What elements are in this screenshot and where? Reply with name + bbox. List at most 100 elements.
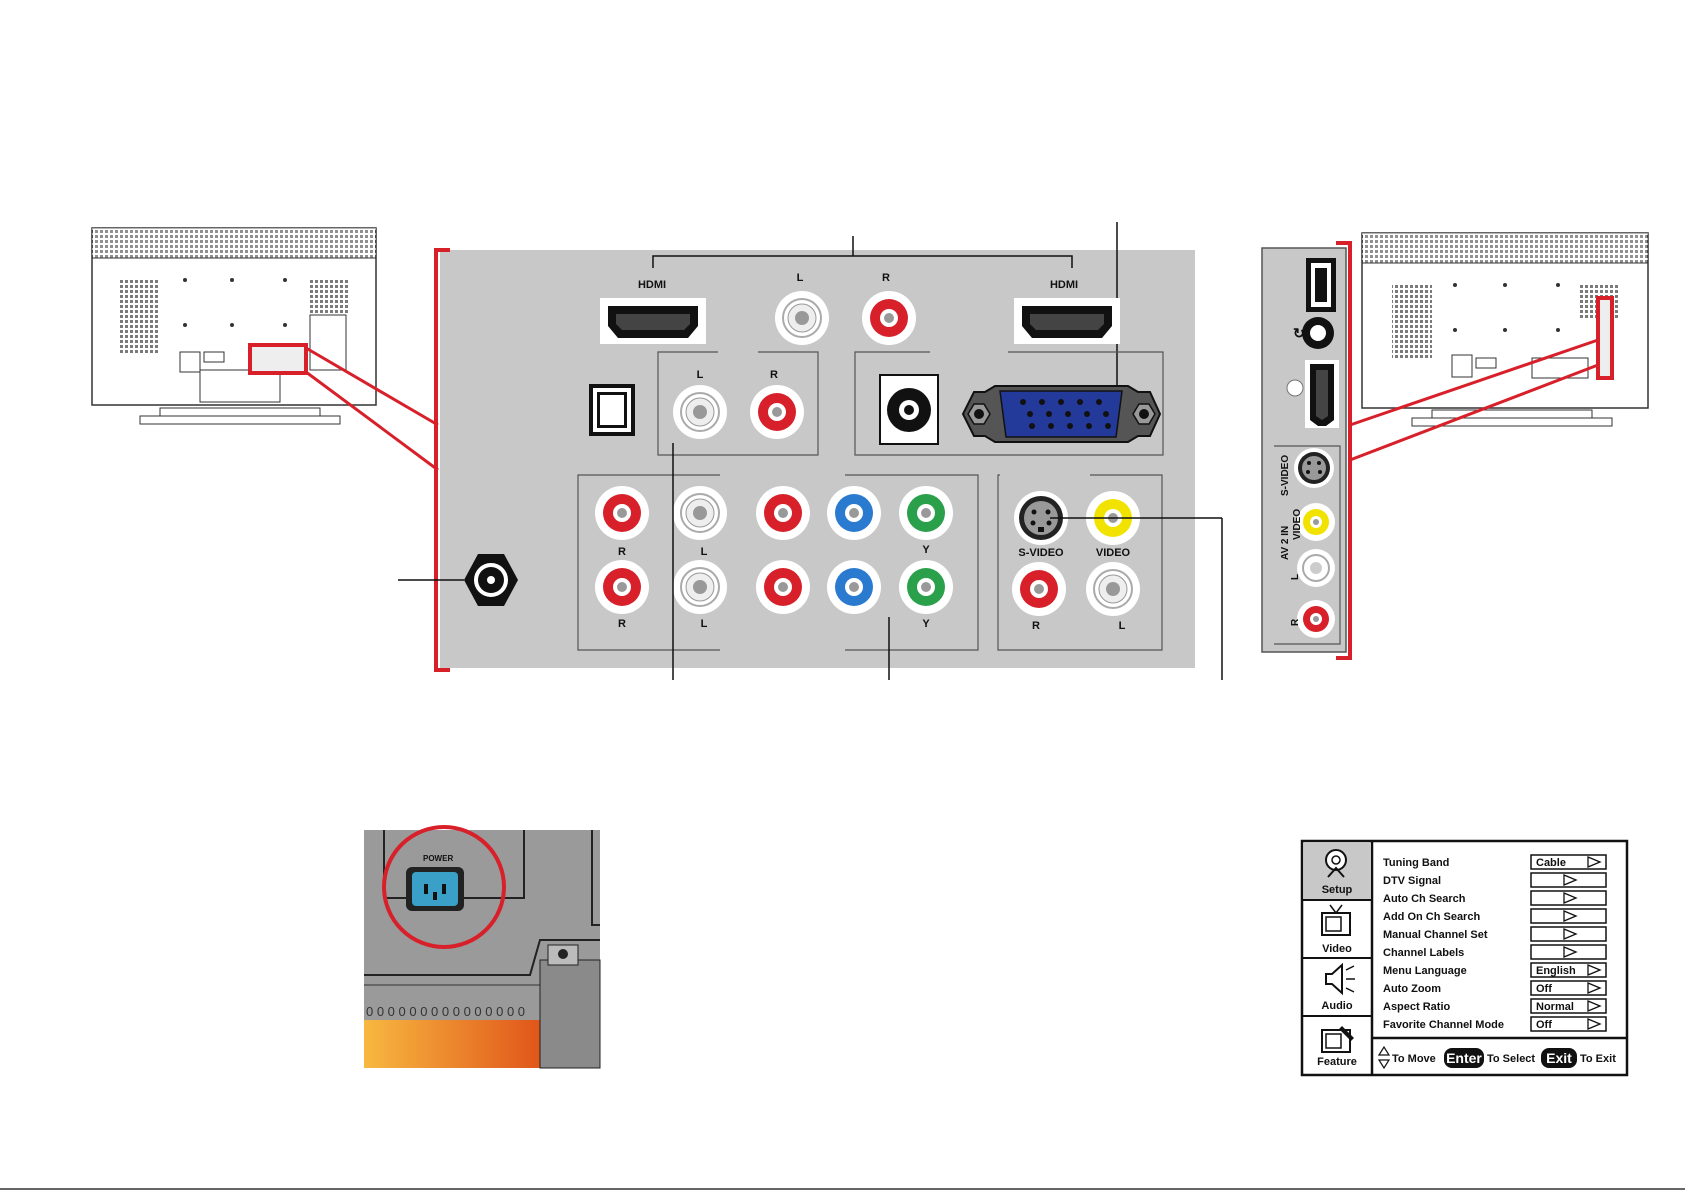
av-l-top-jack <box>673 486 727 540</box>
pc-audio-l-label: L <box>797 272 804 284</box>
av-r-top-jack <box>595 486 649 540</box>
arrow-right-icon <box>1563 946 1578 958</box>
component-y-bottom-jack <box>899 560 953 614</box>
menu-item-label: Add On Ch Search <box>1383 911 1480 923</box>
arrow-right-icon <box>1563 892 1578 904</box>
side-l-jack <box>1297 549 1335 587</box>
svg-text:0 0 0 0 0 0 0 0 0 0 0 0 0 0 0: 0 0 0 0 0 0 0 0 0 0 0 0 0 0 0 <box>366 1004 525 1019</box>
exit-key <box>1541 1048 1577 1068</box>
speaker-icon <box>1325 962 1355 996</box>
tab-video[interactable]: Video <box>1321 904 1352 955</box>
arrow-right-icon <box>1563 910 1578 922</box>
component-pr-top-jack <box>756 486 810 540</box>
side-r-jack <box>1297 600 1335 638</box>
menu-item-dtv-signal[interactable]: DTV Signal <box>1383 872 1607 888</box>
menu-item-label: Channel Labels <box>1383 947 1464 959</box>
menu-item-label: Aspect Ratio <box>1383 1001 1451 1013</box>
tv-rear-left <box>91 227 439 472</box>
av-l-bottom-label: L <box>701 618 708 630</box>
menu-item-channel-labels[interactable]: Channel Labels <box>1383 944 1607 960</box>
component-pb-bottom-jack <box>827 560 881 614</box>
tv-icon <box>1321 904 1351 936</box>
tab-audio[interactable]: Audio <box>1321 962 1355 1012</box>
side-svideo-label: S-VIDEO <box>1280 455 1291 496</box>
usb-port <box>1306 258 1336 312</box>
indicator-light <box>1286 379 1304 397</box>
power-highlight-circle <box>382 825 506 949</box>
video-label: VIDEO <box>1096 547 1131 559</box>
side-panel: ↻ S-VIDEO VIDEO AV 2 IN L R <box>1261 241 1352 660</box>
menu-item-value: English <box>1536 965 1576 977</box>
menu-item-value: Off <box>1536 983 1552 995</box>
hdmi-left-label: HDMI <box>638 279 666 291</box>
tab-setup-label: Setup <box>1322 884 1353 896</box>
headphone-jack: ↻ <box>1293 317 1334 349</box>
rear-panel: HDMI L R HDMI L R <box>398 222 1223 680</box>
menu-items: Tuning Band Cable DTV Signal Auto Ch Sea… <box>1383 854 1607 1032</box>
power-label: POWER <box>423 854 453 863</box>
side-video-jack <box>1297 503 1335 541</box>
enter-key-label: Enter <box>1446 1050 1482 1066</box>
tab-audio-label: Audio <box>1321 1000 1352 1012</box>
svg-text:↻: ↻ <box>1293 325 1305 341</box>
antenna-port <box>464 554 518 606</box>
side-hdmi-port <box>1305 360 1339 428</box>
av1-r-label: R <box>1032 620 1040 632</box>
enter-key <box>1444 1048 1484 1068</box>
arrow-right-icon <box>1587 1000 1602 1012</box>
menu-item-label: Tuning Band <box>1383 857 1449 869</box>
arrow-down-icon <box>1377 1059 1391 1070</box>
svideo-port <box>1014 491 1068 545</box>
menu-item-manual-channel-set[interactable]: Manual Channel Set <box>1383 926 1607 942</box>
menu-item-value: Normal <box>1536 1001 1574 1013</box>
menu-item-label: Manual Channel Set <box>1383 929 1488 941</box>
menu-item-auto-zoom[interactable]: Auto Zoom Off <box>1383 980 1607 996</box>
side-svideo-port <box>1294 448 1334 488</box>
side-r-label: R <box>1290 618 1301 626</box>
av-r-top-label: R <box>618 546 626 558</box>
arrow-right-icon <box>1587 964 1602 976</box>
pc-audio-r-jack <box>862 291 916 345</box>
menu-item-tuning-band[interactable]: Tuning Band Cable <box>1383 854 1607 870</box>
tab-setup[interactable]: Setup <box>1304 843 1371 900</box>
power-vent-dots: 0 0 0 0 0 0 0 0 0 0 0 0 0 0 0 <box>366 1004 525 1019</box>
tv-wrench-icon <box>1321 1026 1354 1053</box>
exit-key-label: Exit <box>1546 1050 1572 1066</box>
menu-item-label: Auto Ch Search <box>1383 893 1466 905</box>
arrow-right-icon <box>1587 982 1602 994</box>
av1-l-label: L <box>1119 620 1126 632</box>
footer-exit-text: To Exit <box>1580 1053 1616 1065</box>
component-pb-top-jack <box>827 486 881 540</box>
tab-feature[interactable]: Feature <box>1317 1026 1357 1068</box>
footer-move-text: To Move <box>1392 1053 1436 1065</box>
svideo-label: S-VIDEO <box>1018 547 1064 559</box>
audio-out-l-label: L <box>697 369 704 381</box>
audio-out-r-jack <box>750 385 804 439</box>
satellite-dish-icon <box>1325 849 1347 878</box>
menu-item-aspect-ratio[interactable]: Aspect Ratio Normal <box>1383 998 1607 1014</box>
component-pr-bottom-jack <box>756 560 810 614</box>
menu-item-menu-language[interactable]: Menu Language English <box>1383 962 1607 978</box>
component-y-top-jack <box>899 486 953 540</box>
menu-item-label: Favorite Channel Mode <box>1383 1019 1504 1031</box>
menu-item-label: DTV Signal <box>1383 875 1441 887</box>
arrow-right-icon <box>1587 1018 1602 1030</box>
av1-r-jack <box>1012 562 1066 616</box>
arrow-right-icon <box>1587 856 1602 868</box>
menu-footer: To Move Enter To Select Exit To Exit <box>1377 1045 1616 1070</box>
menu-item-auto-ch-search[interactable]: Auto Ch Search <box>1383 890 1607 906</box>
menu-item-add-on-ch-search[interactable]: Add On Ch Search <box>1383 908 1607 924</box>
optical-port <box>589 384 635 436</box>
menu-item-favorite-channel-mode[interactable]: Favorite Channel Mode Off <box>1383 1016 1607 1032</box>
side-av2in-label: AV 2 IN <box>1280 526 1291 560</box>
av-r-bottom-jack <box>595 560 649 614</box>
arrow-right-icon <box>1563 874 1578 886</box>
vga-port <box>961 385 1162 443</box>
audio-out-r-label: R <box>770 369 778 381</box>
hdmi-right-label: HDMI <box>1050 279 1078 291</box>
footer-select-text: To Select <box>1487 1053 1535 1065</box>
audio-out-l-jack <box>673 385 727 439</box>
coax-black-port <box>879 374 939 445</box>
menu-item-label: Menu Language <box>1383 965 1467 977</box>
